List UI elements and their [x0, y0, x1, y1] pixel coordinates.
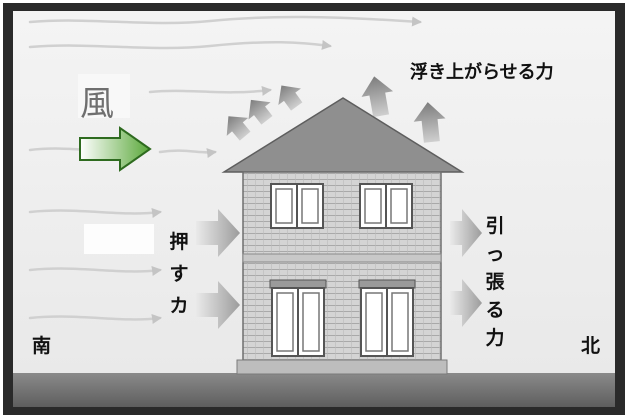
- uplift-force-label: 浮き上がらせる力: [410, 62, 554, 83]
- pull-arrows: [450, 209, 482, 327]
- push-arrows: [196, 209, 240, 329]
- wind-direction-arrow: [79, 126, 152, 172]
- lower-window-left: [269, 279, 327, 357]
- south-label: 南: [32, 335, 52, 357]
- wind-label: 風: [80, 84, 114, 124]
- wind-label-background: [78, 74, 130, 118]
- house-foundation: [236, 359, 448, 375]
- push-force-label: 押すカ: [169, 231, 189, 317]
- upper-window-right: [359, 183, 413, 229]
- lower-window-right: [358, 279, 416, 357]
- north-label: 北: [581, 335, 601, 357]
- upper-window-left: [270, 183, 324, 229]
- ground: [13, 373, 615, 407]
- floor-band: [242, 253, 442, 263]
- push-label-background: [84, 224, 154, 254]
- uplift-arrows: [226, 76, 446, 143]
- pull-force-label: 引っ張る力: [485, 215, 505, 349]
- house: [221, 97, 465, 375]
